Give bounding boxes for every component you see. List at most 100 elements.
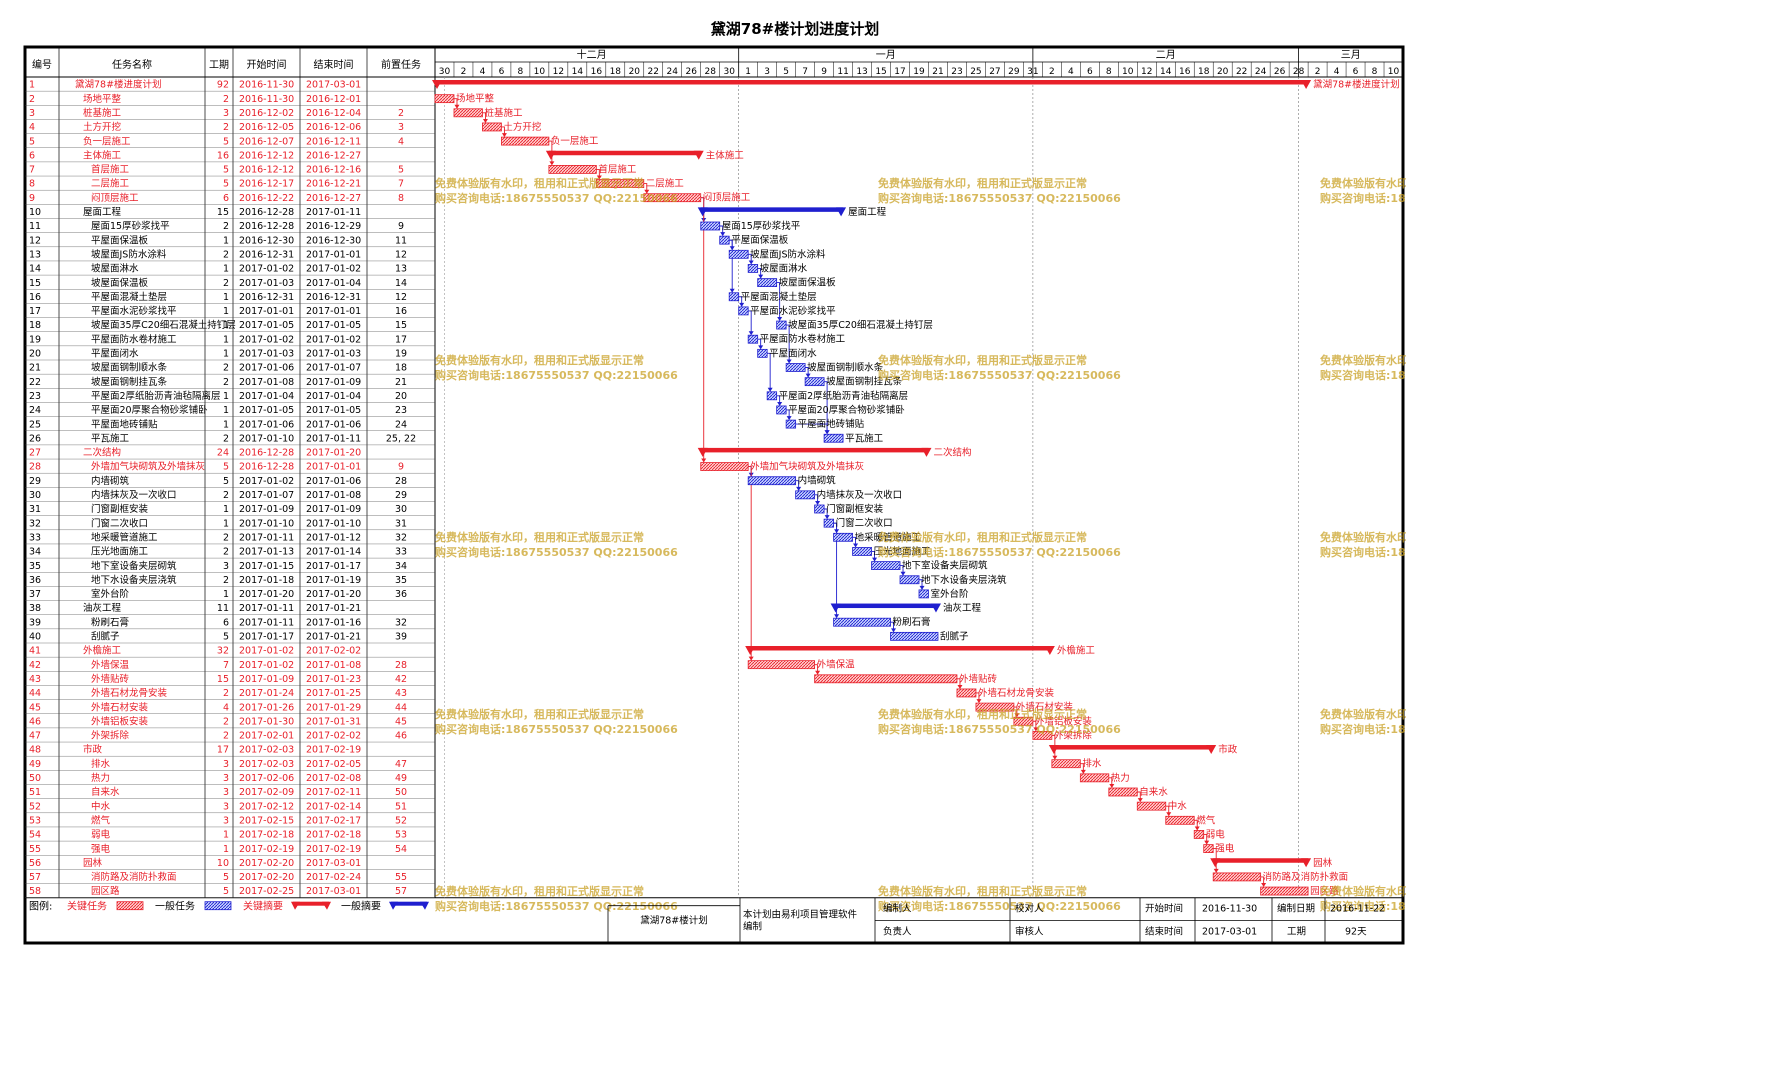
month-label: 十二月 (577, 48, 607, 61)
day-tick-label: 8 (518, 67, 524, 77)
bar-label: 坡屋面JS防水涂料 (750, 248, 826, 260)
task-bar (823, 433, 844, 443)
bar-label: 平瓦施工 (845, 432, 884, 444)
task-end: 2016-12-16 (306, 165, 361, 176)
task-end: 2016-12-04 (306, 108, 361, 119)
bar-label: 负一层施工 (551, 135, 599, 147)
bar-label: 压光地面施工 (874, 545, 932, 557)
dependency-arrow (1014, 713, 1020, 718)
day-tick-label: 15 (875, 67, 886, 77)
footer-note-cont: 编制 (743, 921, 762, 933)
day-tick-label: 16 (591, 67, 603, 77)
task-duration: 15 (217, 674, 229, 685)
dependency-arrow (1109, 784, 1115, 788)
task-predecessor: 34 (395, 561, 407, 572)
task-duration: 4 (223, 702, 229, 713)
task-id: 28 (29, 462, 41, 473)
bar-label: 二次结构 (933, 446, 971, 458)
task-end: 2017-01-17 (306, 561, 361, 572)
day-tick-label: 24 (1255, 67, 1267, 77)
task-predecessor: 54 (395, 844, 407, 855)
task-start: 2017-01-05 (239, 320, 294, 331)
task-start: 2017-01-30 (239, 716, 294, 727)
day-tick-label: 22 (1236, 67, 1247, 77)
task-id: 40 (29, 632, 41, 643)
dependency-link (824, 508, 828, 517)
bar-label: 主体施工 (706, 149, 745, 161)
task-bar (823, 518, 834, 528)
task-id: 2 (29, 94, 35, 105)
dependency-link (776, 395, 781, 403)
task-bar (434, 94, 455, 104)
task-duration: 2 (223, 433, 229, 444)
task-end: 2017-01-21 (306, 632, 361, 643)
task-end: 2016-12-01 (306, 94, 361, 105)
task-name: 热力 (91, 772, 110, 784)
task-duration: 2 (223, 363, 229, 374)
task-name: 场地平整 (83, 93, 122, 105)
dependency-arrow (786, 416, 792, 421)
watermark-line-1: 免费体验版有水印，租用和正式版显示正常 (878, 176, 1087, 190)
task-end: 2017-03-01 (306, 858, 361, 869)
task-duration: 1 (223, 320, 229, 331)
outer-frame (23, 45, 1405, 945)
bar-label: 排水 (1082, 758, 1102, 770)
task-bar (719, 235, 730, 245)
task-end: 2017-01-29 (306, 702, 361, 713)
dependency-arrow (739, 302, 745, 307)
task-start: 2017-01-17 (239, 632, 294, 643)
task-duration: 10 (217, 858, 229, 869)
task-id: 46 (29, 716, 41, 727)
dependency-arrow (777, 317, 783, 322)
task-duration: 5 (223, 179, 229, 190)
task-id: 35 (29, 561, 41, 572)
bar-label: 桩基施工 (484, 107, 523, 119)
task-bar (738, 306, 749, 316)
task-start: 2016-12-12 (239, 165, 294, 176)
task-start: 2017-02-03 (239, 759, 294, 770)
bar-label: 平屋面混凝土垫层 (741, 291, 817, 303)
task-duration: 5 (223, 165, 229, 176)
task-id: 51 (29, 787, 41, 798)
task-end: 2017-01-01 (306, 462, 361, 473)
task-id: 25 (29, 419, 41, 430)
task-predecessor: 36 (395, 589, 407, 600)
dependency-link (871, 551, 875, 559)
task-end: 2017-01-07 (306, 363, 361, 374)
task-id: 52 (29, 801, 41, 812)
task-id: 12 (29, 235, 41, 246)
day-tick-label: 18 (1198, 67, 1210, 77)
dependency-arrow (748, 331, 754, 336)
dependency-arrow (1052, 755, 1058, 760)
watermark-line-2: 购买咨询电话:18675550537 QQ:22150066 (435, 899, 678, 913)
task-bar (728, 292, 740, 302)
task-predecessor: 52 (395, 815, 407, 826)
task-id: 1 (29, 80, 35, 91)
task-end: 2017-01-19 (306, 575, 361, 586)
bar-label: 外墙石材安装 (1016, 701, 1074, 713)
watermark-line-2: 购买咨询电话:18675550537 QQ:22150066 (1320, 191, 1406, 205)
bar-label: 土方开挖 (503, 121, 542, 133)
task-duration: 2 (223, 532, 229, 543)
task-bar (1203, 844, 1214, 853)
task-start: 2017-01-10 (239, 518, 294, 529)
task-name: 坡屋面保温板 (91, 277, 149, 289)
task-bar (700, 462, 749, 471)
task-bar (548, 165, 597, 174)
task-bar (975, 702, 1015, 712)
task-duration: 2 (223, 249, 229, 260)
task-predecessor: 14 (395, 278, 407, 289)
day-tick-label: 30 (723, 67, 735, 77)
task-predecessor: 35 (395, 575, 407, 586)
task-end: 2017-01-09 (306, 377, 361, 388)
task-name: 中水 (91, 800, 111, 812)
task-start: 2017-01-02 (239, 660, 294, 671)
task-bar (747, 476, 797, 486)
task-name: 平屋面地砖铺贴 (91, 418, 158, 430)
task-end: 2017-01-04 (306, 391, 361, 402)
dependency-link (795, 480, 800, 488)
column-header: 编号 (32, 58, 52, 71)
task-start: 2017-02-20 (239, 858, 294, 869)
task-predecessor: 23 (395, 405, 407, 416)
dependency-arrow (454, 104, 460, 109)
